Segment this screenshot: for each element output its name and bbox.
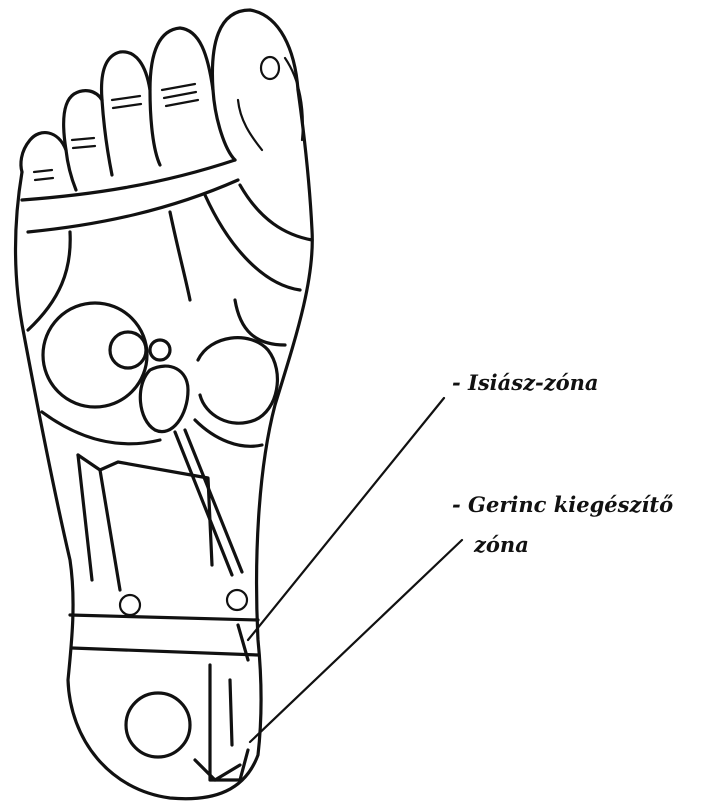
forefoot-curve-right [205,195,300,290]
forefoot-curve-mid [170,212,190,300]
big-toe-inner [238,100,262,150]
zone-circle-small-1 [110,332,146,368]
midfoot-arc-right [195,420,262,446]
toes [21,10,303,190]
pointer-line-gerinc [250,540,462,742]
heel-hook [210,625,248,780]
zone-box-left [78,455,120,590]
heel-arrow [195,760,240,780]
zone-small-circle-bottom [120,595,140,615]
little-toe-marks [34,170,53,180]
midfoot-arc-left [42,412,160,444]
label-isiasz-zona: - Isiász-zóna [452,372,599,393]
heel-band-top [70,615,258,620]
zone-circle-small-2 [150,340,170,360]
third-toe [102,52,150,175]
label-gerinc-line1: - Gerinc kiegészítő [452,494,673,515]
second-toe [150,28,213,165]
label-gerinc-line2: zóna [474,534,529,555]
fourth-toe [64,91,102,190]
pointer-line-isiasz [248,398,444,640]
zone-organ-shape [140,366,188,432]
heel-band-bottom [72,648,258,655]
third-toe-marks [112,96,141,108]
zone-small-circle-bottom-right [227,590,247,610]
little-toe [21,133,66,172]
big-toe [212,10,298,160]
second-toe-marks [162,84,198,106]
fourth-toe-marks [72,138,95,148]
heel-circle [126,693,190,757]
zone-circle-right [198,338,277,424]
forefoot-curve-inner [240,185,312,240]
big-toe-circle [261,57,279,79]
zone-circle-large [43,303,147,407]
